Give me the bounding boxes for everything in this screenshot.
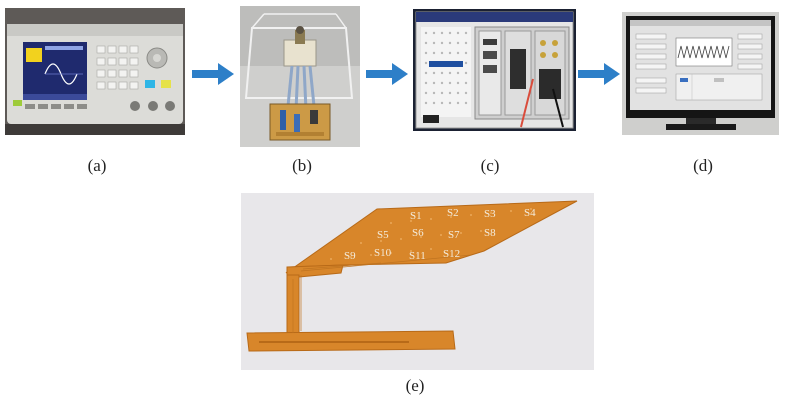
sensor-label-s7: S7 (448, 229, 460, 241)
sensor-label-s11: S11 (409, 250, 426, 262)
flex-pcb-drawing (241, 193, 594, 370)
sensor-label-s10: S10 (374, 247, 392, 259)
caption-a: (a) (87, 156, 107, 175)
sensor-label-s6: S6 (412, 227, 424, 239)
caption-d: (d) (693, 156, 713, 175)
photo-function-generator (5, 8, 185, 135)
sensor-label-s9: S9 (344, 250, 356, 262)
sensor-label-s8: S8 (484, 227, 496, 239)
photo-flexible-sensor-array: S1 S2 S3 S4 S5 S6 S7 S8 S9 S10 S11 S12 (241, 193, 594, 370)
sensor-label-s12: S12 (443, 248, 461, 260)
sensor-label-s1: S1 (410, 210, 422, 222)
caption-c: (c) (480, 156, 500, 175)
sensor-label-s4: S4 (524, 207, 536, 219)
flow-arrow-b-c (366, 63, 408, 85)
photo-acrylic-test-fixture (240, 6, 360, 147)
caption-b: (b) (292, 156, 312, 175)
caption-e: (e) (405, 376, 425, 395)
sensor-label-s2: S2 (447, 207, 459, 219)
photo-monitor-software (622, 12, 779, 135)
sensor-label-s3: S3 (484, 208, 496, 220)
flow-arrow-c-d (578, 63, 620, 85)
flow-arrow-a-b (192, 63, 234, 85)
photo-pxi-chassis (413, 9, 576, 131)
sensor-label-s5: S5 (377, 229, 389, 241)
